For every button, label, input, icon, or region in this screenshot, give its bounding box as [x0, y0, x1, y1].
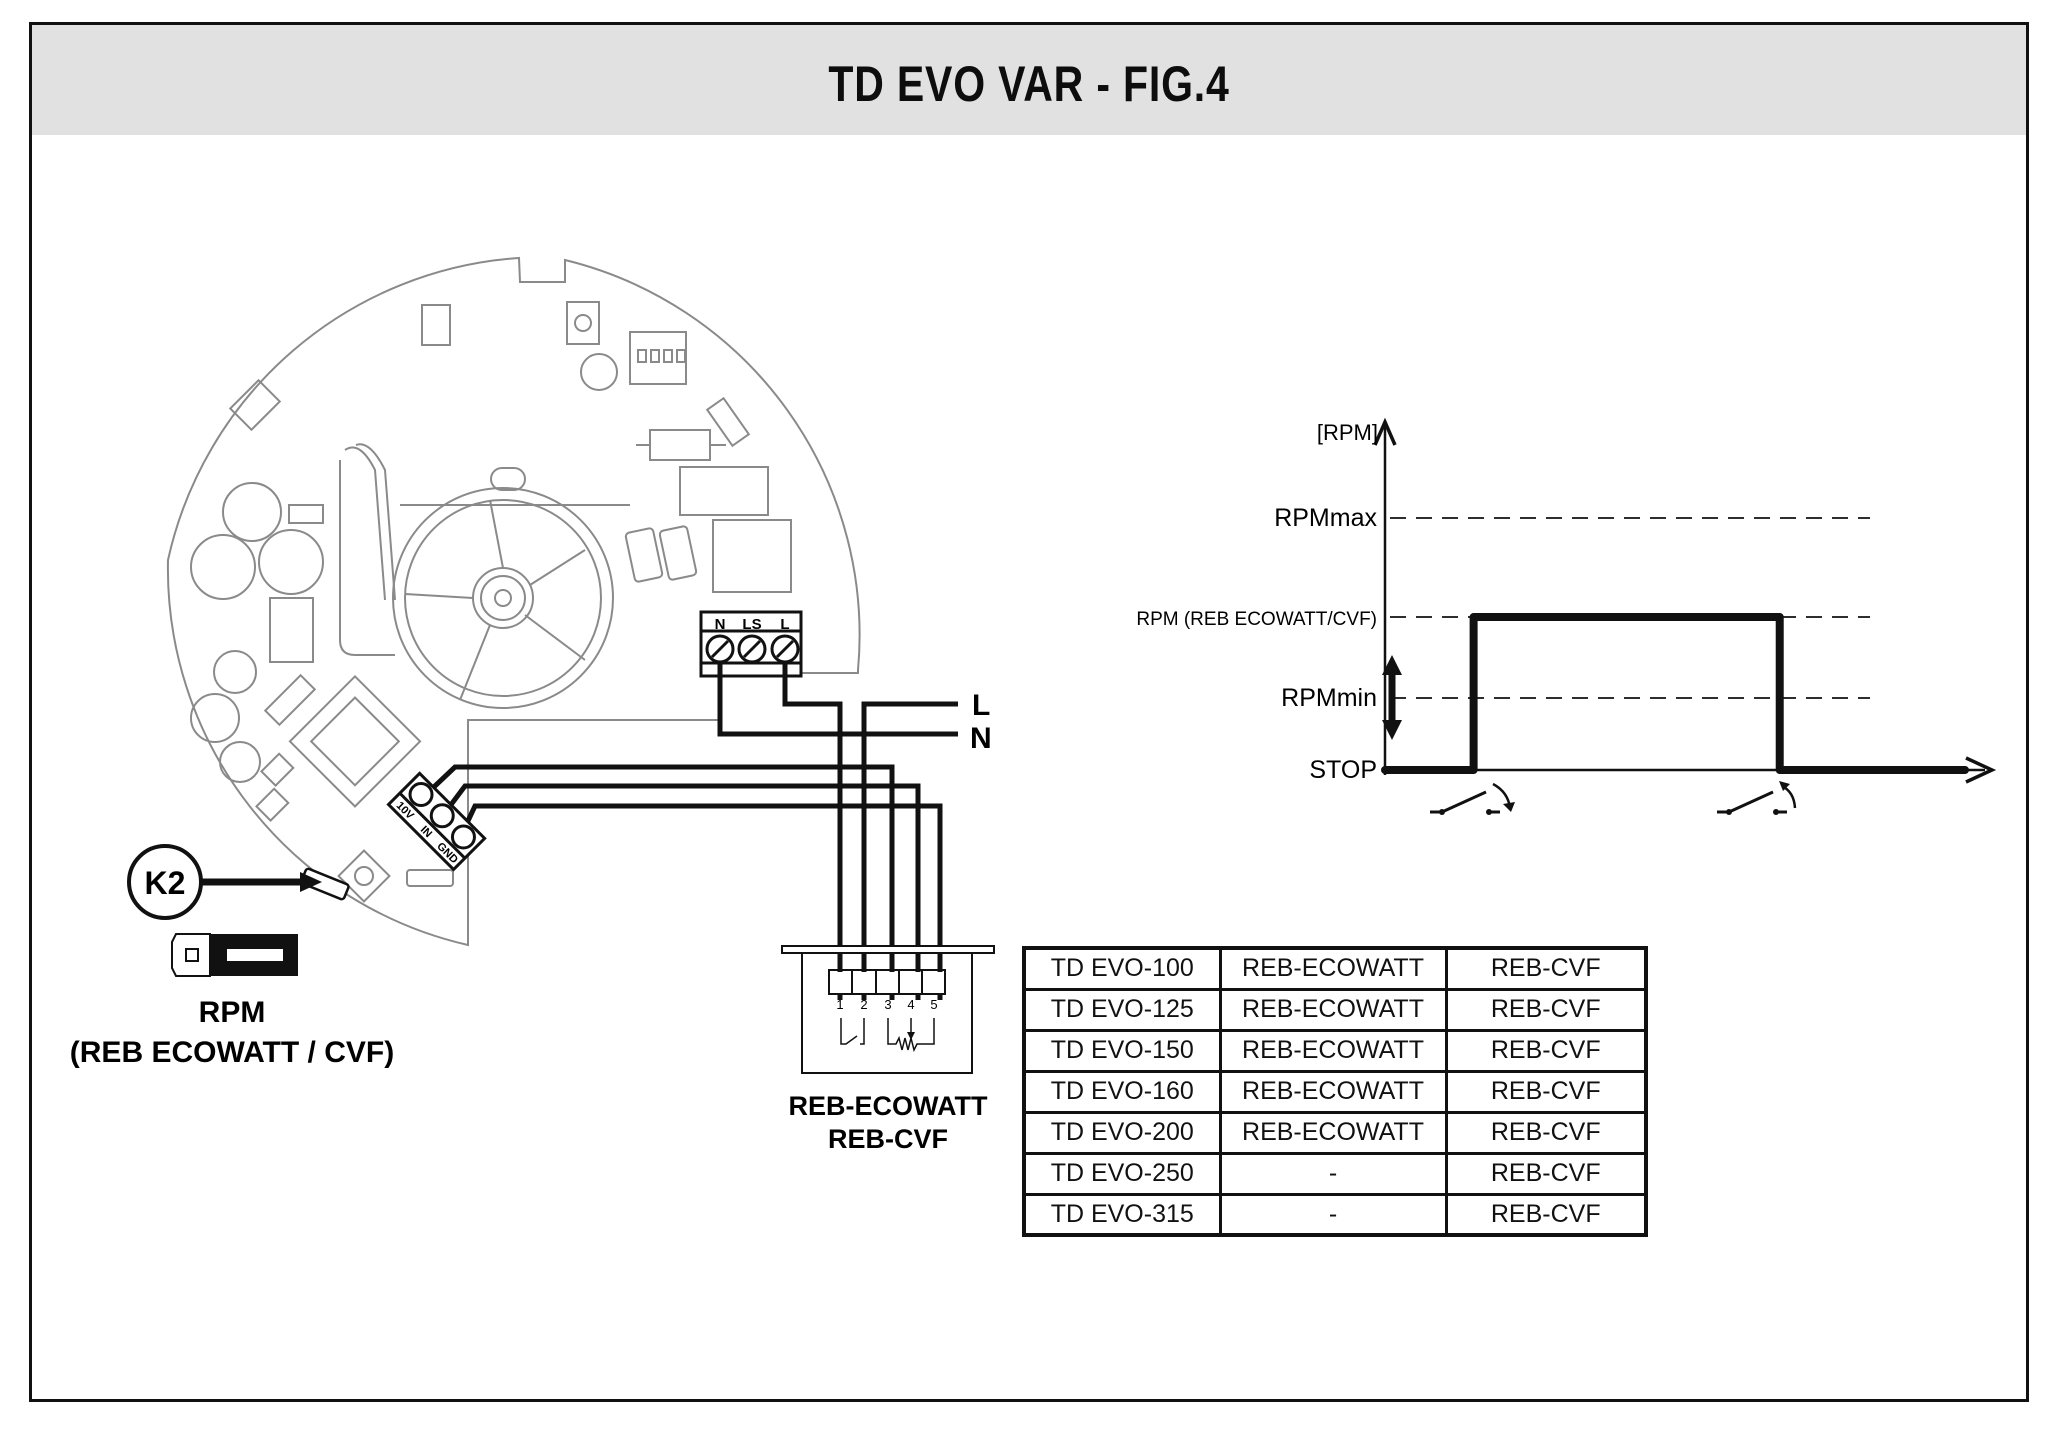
table-cell: REB-CVF	[1444, 1151, 1648, 1196]
series-line	[1381, 613, 1969, 774]
table-cell: REB-CVF	[1444, 1110, 1648, 1155]
table-cell: REB-ECOWATT	[1218, 946, 1448, 991]
y-level-label: STOP	[1309, 756, 1377, 784]
y-level-label: RPMmax	[1274, 504, 1377, 532]
table-cell: REB-CVF	[1444, 987, 1648, 1032]
table-cell: REB-ECOWATT	[1218, 1069, 1448, 1114]
controller-terminal-5: 5	[930, 997, 937, 1012]
page-title: TD EVO VAR - FIG.4	[828, 56, 1230, 112]
pcb-ic	[269, 597, 314, 663]
controller-name-line2: REB-CVF	[828, 1124, 948, 1154]
table-cell: REB-CVF	[1444, 1069, 1648, 1114]
table-row: TD EVO-315-REB-CVF	[1022, 1192, 1648, 1237]
table-cell: TD EVO-315	[1022, 1192, 1222, 1237]
jumper-legend-line1: RPM	[199, 996, 266, 1029]
screw-icon	[408, 782, 434, 808]
pcb-board	[166, 256, 861, 947]
table-cell: TD EVO-125	[1022, 987, 1222, 1032]
pcb-transformer	[288, 674, 422, 808]
pcb-trimmer	[566, 301, 600, 345]
table-cell: REB-CVF	[1444, 1028, 1648, 1073]
wire-in	[436, 783, 921, 1000]
y-axis-arrow-icon	[1373, 417, 1397, 446]
x-axis-arrow-icon	[1965, 756, 1997, 784]
controller-terminal-3: 3	[884, 997, 891, 1012]
table-cell: -	[1218, 1192, 1448, 1237]
table-cell: REB-CVF	[1444, 946, 1648, 991]
main-terminal-block: N LS L	[699, 610, 803, 678]
pcb-capacitor	[222, 482, 282, 542]
table-cell: TD EVO-160	[1022, 1069, 1222, 1114]
supply-label-n: N	[970, 722, 992, 755]
table-row: TD EVO-250-REB-CVF	[1022, 1151, 1648, 1196]
controller-name-line1: REB-ECOWATT	[789, 1091, 988, 1121]
k2-label: K2	[145, 865, 186, 901]
wire-live	[861, 701, 958, 1000]
rpm-chart: [RPM] STOP RPMmin RPM (REB ECOWATT/CVF) RPM…	[1136, 417, 1997, 815]
pcb-fan-wheel	[392, 487, 630, 709]
pcb-outline	[166, 256, 861, 947]
arrow-right-icon	[300, 872, 322, 892]
screw-icon	[450, 824, 476, 850]
table-cell: TD EVO-150	[1022, 1028, 1222, 1073]
table-cell: TD EVO-200	[1022, 1110, 1222, 1155]
table-cell: TD EVO-250	[1022, 1151, 1222, 1196]
jumper-legend-line2: (REB ECOWATT / CVF)	[70, 1036, 394, 1069]
terminal-label-n: N	[715, 616, 726, 633]
controller-terminal-1: 1	[836, 997, 843, 1012]
rpm-range-arrow-icon	[1382, 655, 1402, 740]
pcb-fuse	[649, 429, 711, 461]
screw-icon	[705, 634, 735, 664]
wire-live-to-controller	[782, 662, 843, 1000]
k2-callout: K2	[127, 844, 322, 920]
table-cell: REB-ECOWATT	[1218, 1028, 1448, 1073]
y-axis-label: [RPM]	[1317, 420, 1378, 445]
controller-terminal-2: 2	[860, 997, 867, 1012]
table-cell: -	[1218, 1151, 1448, 1196]
switch-open-icon	[1717, 781, 1797, 815]
terminal-label-l: L	[780, 616, 789, 633]
jumper-legend: RPM (REB ECOWATT / CVF)	[70, 933, 394, 1069]
terminal-label-ls: LS	[742, 616, 761, 633]
control-terminal-block: 10V IN GND	[386, 771, 487, 872]
potentiometer-icon	[887, 1018, 935, 1053]
table-cell: REB-ECOWATT	[1218, 1110, 1448, 1155]
table-cell: TD EVO-100	[1022, 946, 1222, 991]
screw-icon	[737, 634, 767, 664]
pcb-chip	[228, 378, 282, 432]
switch-close-icon	[1430, 782, 1515, 815]
pcb-component	[421, 304, 451, 346]
screw-icon	[770, 634, 800, 664]
table-cell: REB-ECOWATT	[1218, 987, 1448, 1032]
supply-label-l: L	[972, 689, 990, 722]
controller-box: 1 2 3 4 5	[781, 945, 995, 1074]
wire-10v	[416, 764, 895, 1000]
screw-icon	[429, 803, 455, 829]
y-level-label: RPMmin	[1281, 684, 1377, 712]
switch-icon	[840, 1018, 858, 1045]
header-bar: TD EVO VAR - FIG.4	[32, 25, 2026, 135]
controller-terminal-strip	[828, 969, 946, 995]
table-cell: REB-CVF	[1444, 1192, 1648, 1237]
y-level-label: RPM (REB ECOWATT/CVF)	[1136, 609, 1377, 630]
wire-neutral	[717, 662, 958, 737]
figure-frame: TD EVO VAR - FIG.4	[29, 22, 2029, 1402]
controller-terminal-4: 4	[907, 997, 914, 1012]
